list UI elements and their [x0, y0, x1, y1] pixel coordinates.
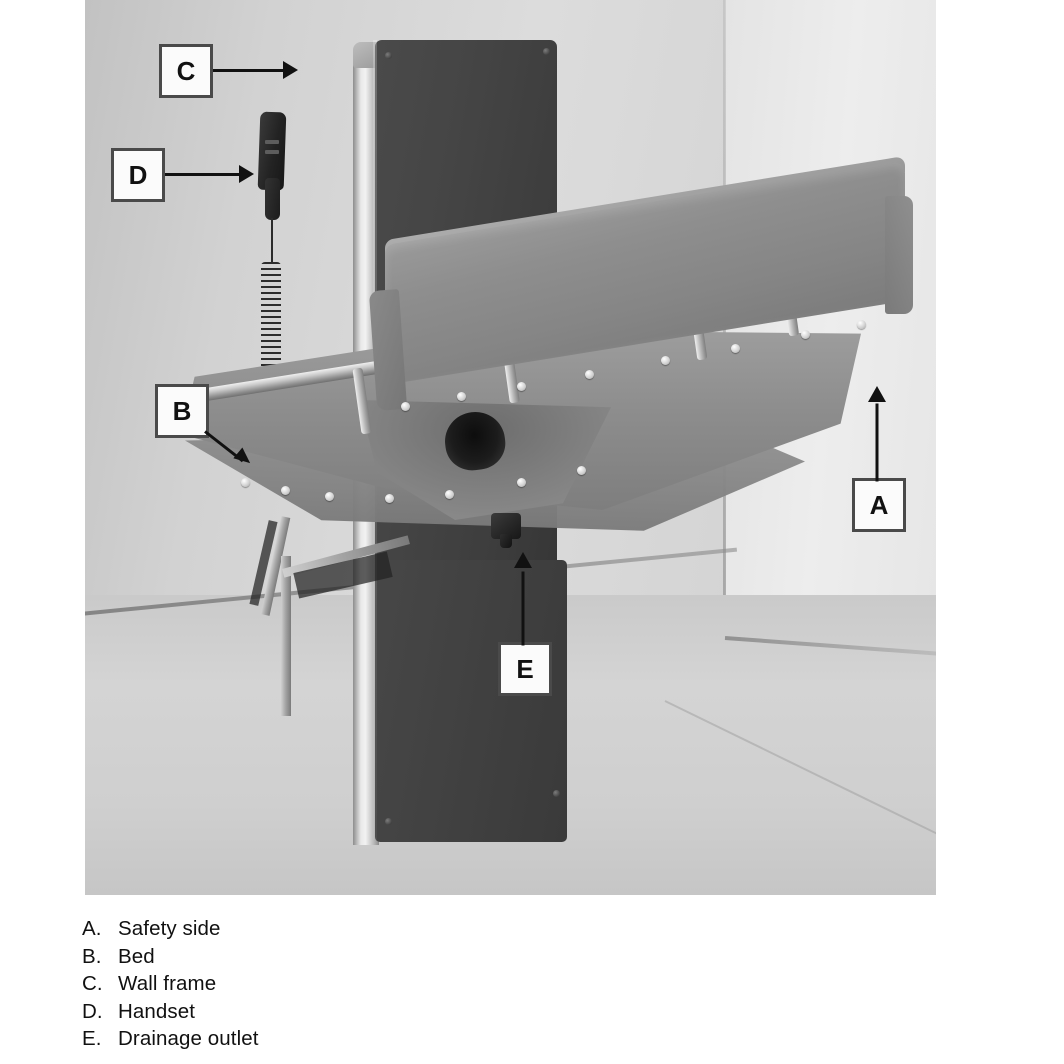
handset-coiled-cord [261, 262, 281, 390]
snap-stud [577, 466, 586, 475]
legend-label-c: Wall frame [118, 972, 217, 995]
legend-label-e: Drainage outlet [118, 1027, 259, 1050]
snap-stud [385, 494, 394, 503]
snap-stud [401, 402, 410, 411]
callout-letter-b: B [172, 395, 192, 426]
snap-stud [517, 382, 526, 391]
callout-letter-e: E [516, 653, 534, 684]
leader-line-a [875, 403, 879, 482]
side-wall [725, 0, 936, 660]
snap-stud [585, 370, 594, 379]
arrowhead-c [283, 61, 298, 79]
legend-item-d: D. Handset [82, 998, 582, 1026]
legend-key-d: D. [82, 999, 103, 1023]
callout-box-c: C [159, 44, 213, 98]
callout-box-b: B [155, 384, 209, 438]
legend-key-c: C. [82, 972, 103, 995]
leader-line-e [521, 571, 525, 646]
panel-screw [543, 48, 550, 55]
callout-box-e: E [498, 642, 552, 696]
callout-box-d: D [111, 148, 165, 202]
legend-item-e: E. Drainage outlet [82, 1025, 582, 1053]
panel-screw [385, 52, 392, 59]
legend-item-b: B. Bed [82, 943, 582, 971]
leader-line-c [213, 69, 287, 72]
arrowhead-e [514, 552, 532, 568]
figure-legend: A. Safety side B. Bed C. Wall frame D. H… [82, 915, 582, 1053]
arrowhead-a [868, 386, 886, 402]
snap-stud [457, 392, 466, 401]
panel-screw [553, 790, 560, 797]
snap-stud [281, 486, 290, 495]
handset-button [265, 150, 279, 154]
snap-stud [445, 490, 454, 499]
callout-letter-d: D [128, 159, 148, 190]
snap-stud [325, 492, 334, 501]
snap-stud [857, 320, 866, 329]
arrowhead-d [239, 165, 254, 183]
product-photograph: C D B A E [85, 0, 936, 895]
legend-label-a: Safety side [118, 917, 221, 940]
legend-key-a: A. [82, 917, 102, 940]
panel-screw [385, 818, 392, 825]
wall-frame-lower-panel [375, 560, 567, 842]
drainage-outlet-nozzle [500, 534, 512, 548]
legend-item-c: C. Wall frame [82, 970, 582, 998]
safety-side-end-right [885, 196, 913, 314]
snap-stud [661, 356, 670, 365]
snap-stud [801, 330, 810, 339]
legend-key-b: B. [82, 944, 102, 968]
handset-cord [271, 218, 273, 264]
legend-label-b: Bed [118, 944, 155, 968]
callout-box-a: A [852, 478, 906, 532]
callout-letter-a: A [869, 489, 889, 520]
legend-key-e: E. [82, 1027, 102, 1050]
handset-button [265, 140, 279, 144]
snap-stud [241, 478, 250, 487]
bed-support-column [281, 556, 291, 716]
legend-label-d: Handset [118, 999, 196, 1023]
callout-letter-c: C [176, 55, 196, 86]
handset-grip [265, 178, 280, 220]
leader-line-d [165, 173, 243, 176]
snap-stud [731, 344, 740, 353]
snap-stud [517, 478, 526, 487]
legend-item-a: A. Safety side [82, 915, 582, 943]
